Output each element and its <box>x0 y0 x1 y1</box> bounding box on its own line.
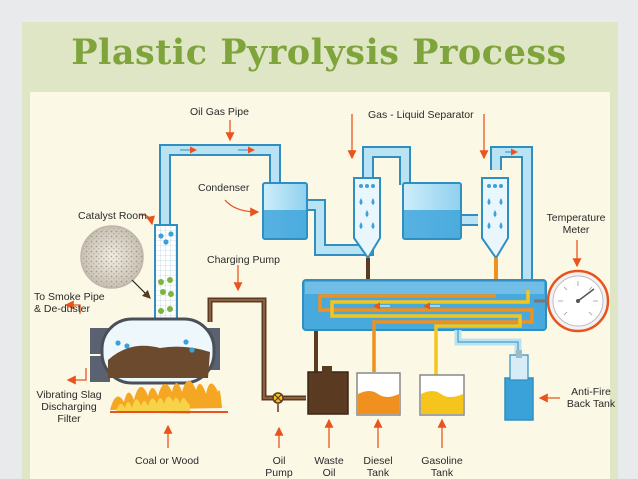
label-anti-fire-line1: Anti-Fire <box>571 386 611 398</box>
label-anti-fire-line2: Back Tank <box>566 398 616 410</box>
label-charging-pump: Charging Pump <box>207 254 280 266</box>
label-temperature-meter-line1: Temperature <box>546 212 606 224</box>
label-slag-filter: Vibrating Slag Discharging Filter <box>30 389 108 425</box>
label-gasoline-tank-line1: Gasoline <box>421 455 463 467</box>
label-temperature-meter: Temperature Meter <box>545 212 607 236</box>
fire <box>110 380 228 414</box>
label-waste-oil-line2: Oil <box>322 467 336 479</box>
diesel-tank <box>356 372 401 416</box>
label-coal-or-wood: Coal or Wood <box>135 455 200 467</box>
separator-2 <box>481 177 509 260</box>
label-waste-oil: Waste Oil <box>308 455 350 479</box>
label-anti-fire-back-tank: Anti-Fire Back Tank <box>560 386 622 410</box>
temperature-meter <box>534 269 610 333</box>
label-gasoline-tank: Gasoline Tank <box>414 455 470 479</box>
condenser-2 <box>402 182 462 240</box>
page-title: Plastic Pyrolysis Process <box>71 32 567 73</box>
label-oil-gas-pipe: Oil Gas Pipe <box>190 106 249 118</box>
catalyst-room <box>80 224 178 321</box>
label-smoke-pipe-line2: & De-duster <box>34 303 91 315</box>
label-diesel-tank-line2: Tank <box>366 467 390 479</box>
label-temperature-meter-line2: Meter <box>562 224 590 236</box>
reactor <box>90 317 220 385</box>
label-smoke-pipe: To Smoke Pipe & De-duster <box>34 291 105 315</box>
label-catalyst-room: Catalyst Room <box>78 210 147 222</box>
condenser-1 <box>262 182 308 240</box>
label-oil-pump: Oil Pump <box>258 455 300 479</box>
label-diesel-tank-line1: Diesel <box>363 455 393 467</box>
waste-oil-tank <box>307 366 349 415</box>
oil-pump <box>272 392 284 412</box>
label-condenser: Condenser <box>198 182 250 194</box>
label-oil-pump-line2: Pump <box>265 467 293 479</box>
label-smoke-pipe-line1: To Smoke Pipe <box>34 291 105 303</box>
label-diesel-tank: Diesel Tank <box>356 455 400 479</box>
label-slag-filter-line3: Filter <box>57 413 81 425</box>
label-gas-liquid-separator: Gas - Liquid Separator <box>368 109 474 121</box>
label-gasoline-tank-line2: Tank <box>430 467 454 479</box>
anti-fire-back-tank <box>504 350 534 421</box>
annotation-arrows <box>64 114 582 448</box>
gasoline-tank <box>419 374 465 416</box>
label-slag-filter-line2: Discharging <box>41 401 97 413</box>
label-waste-oil-line1: Waste <box>314 455 344 467</box>
label-slag-filter-line1: Vibrating Slag <box>36 389 102 401</box>
label-oil-pump-line1: Oil <box>272 455 286 467</box>
separator-1 <box>353 177 381 260</box>
oil-gas-pipe <box>159 144 281 225</box>
